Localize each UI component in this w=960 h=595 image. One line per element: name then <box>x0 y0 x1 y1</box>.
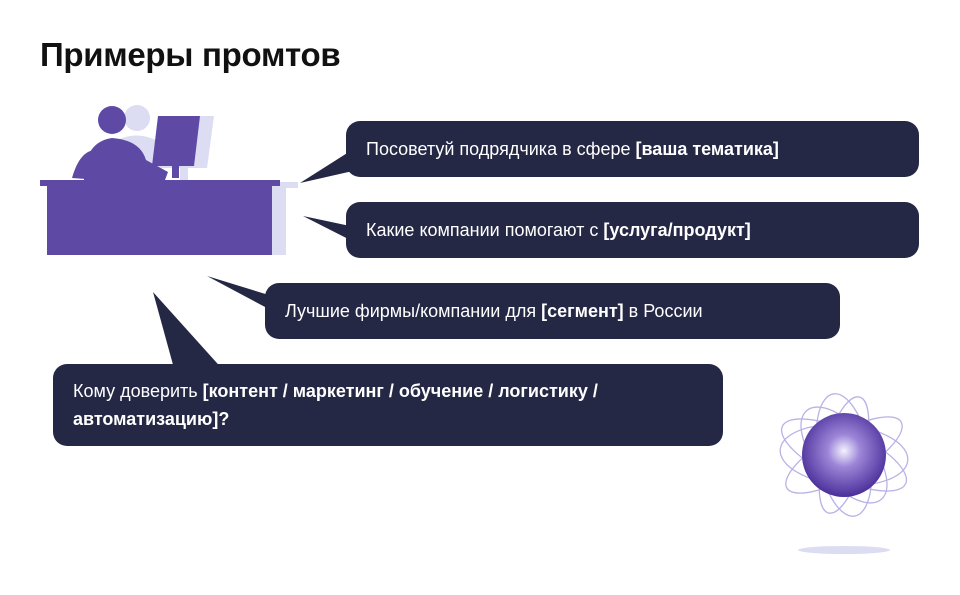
glowing-orb-illustration <box>779 393 909 554</box>
prompt-bubble-1: Посоветуй подрядчика в сфере [ваша темат… <box>346 121 919 177</box>
prompt-bubble-4: Кому доверить [контент / маркетинг / обу… <box>53 364 723 446</box>
prompt-bubble-2: Какие компании помогают с [услуга/продук… <box>346 202 919 258</box>
prompt-bubble-3: Лучшие фирмы/компании для [сегмент] в Ро… <box>265 283 840 339</box>
prompt-text-2: Какие компании помогают с [услуга/продук… <box>366 220 751 240</box>
prompt-text-1: Посоветуй подрядчика в сфере [ваша темат… <box>366 139 779 159</box>
office-worker-illustration <box>40 105 298 255</box>
prompt-text-3: Лучшие фирмы/компании для [сегмент] в Ро… <box>285 301 703 321</box>
bubble-tail-4 <box>153 292 225 372</box>
prompt-text-4: Кому доверить [контент / маркетинг / обу… <box>73 381 598 429</box>
bubble-tail-3 <box>207 276 282 316</box>
page-title: Примеры промтов <box>40 36 341 73</box>
